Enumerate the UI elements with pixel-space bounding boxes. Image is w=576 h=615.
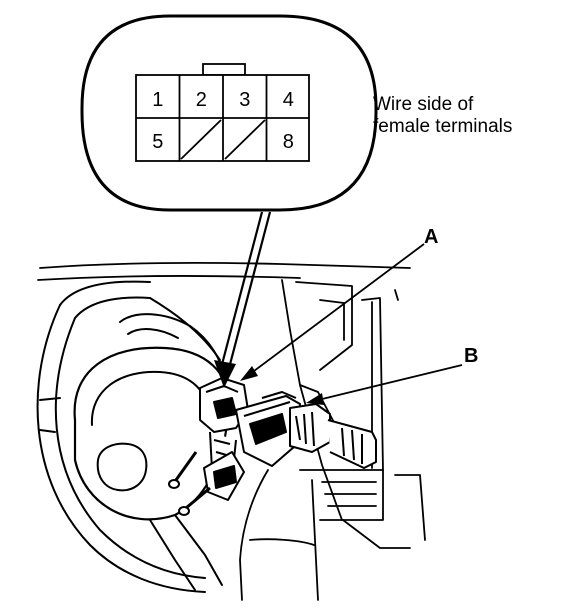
leader-b — [306, 364, 463, 405]
pin-5: 5 — [152, 131, 163, 153]
pin-8: 8 — [283, 131, 294, 153]
connector-callout: 1 2 3 4 5 8 — [80, 14, 378, 212]
pin-1: 1 — [152, 89, 163, 111]
leader-a — [240, 243, 425, 381]
connector-latch — [202, 63, 246, 76]
blank-cavity-7 — [224, 119, 266, 160]
blank-cavity-6 — [180, 119, 222, 160]
caption-line-2: female terminals — [373, 116, 513, 137]
pin-4: 4 — [283, 89, 294, 111]
steering-wheel — [36, 280, 230, 593]
caption-line-1: Wire side of — [373, 94, 474, 115]
dashboard-outline — [37, 261, 426, 601]
combination-switch — [168, 377, 377, 516]
callout-label-b: B — [464, 345, 479, 367]
pin-2: 2 — [196, 89, 207, 111]
connector-leader — [214, 211, 272, 388]
pin-3: 3 — [239, 89, 250, 111]
callout-label-a: A — [424, 226, 439, 248]
caption: Wire side of female terminals — [373, 94, 512, 138]
connector-face: 1 2 3 4 5 8 — [135, 63, 310, 162]
